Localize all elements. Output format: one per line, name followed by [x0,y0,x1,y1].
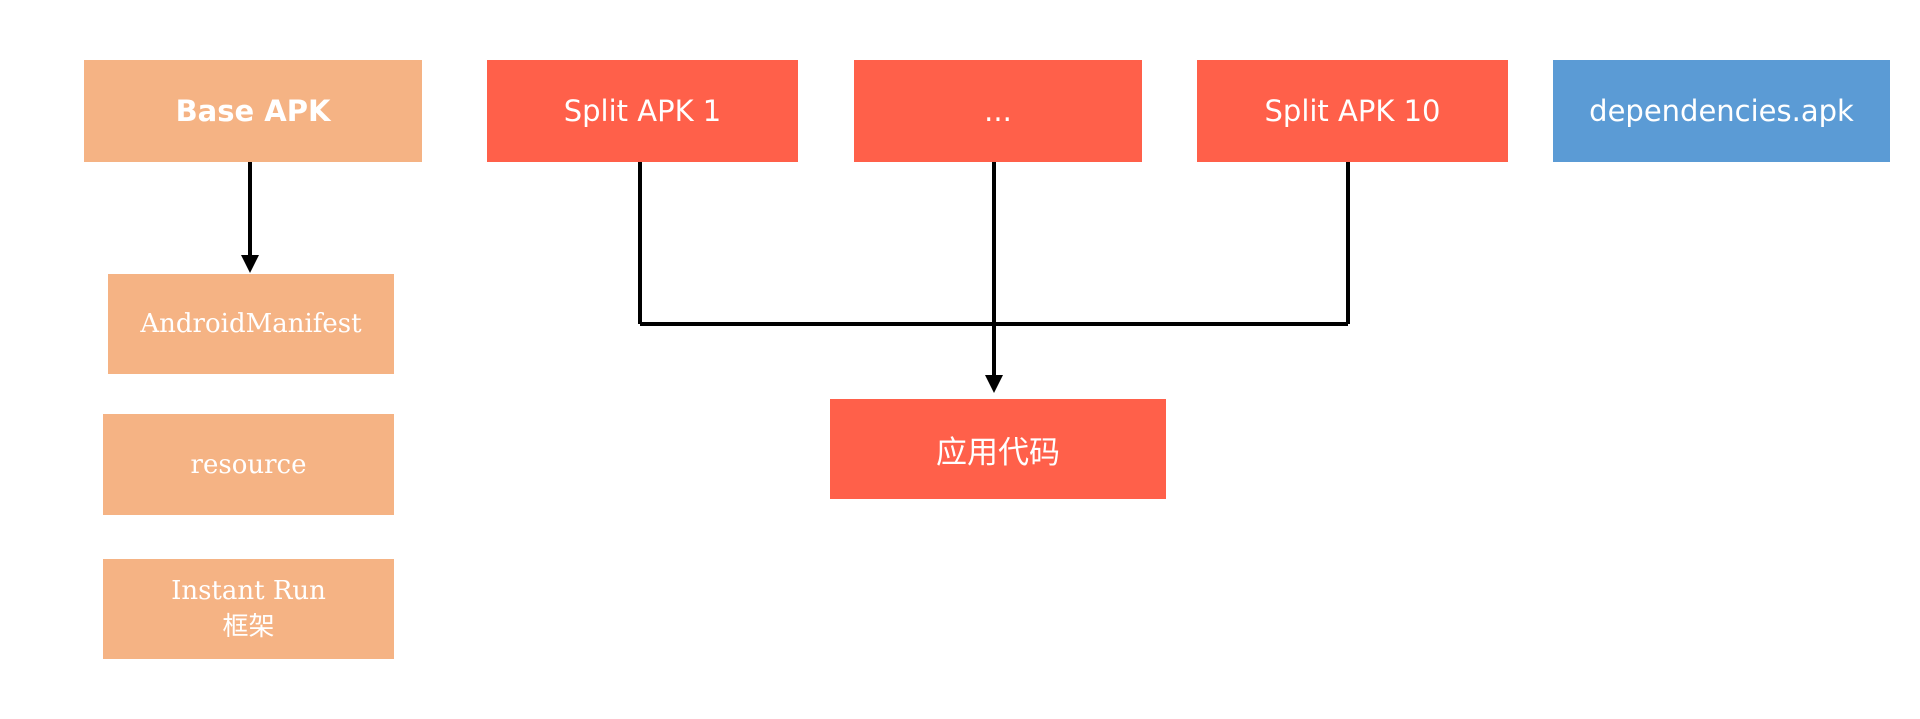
app-code-box: 应用代码 [830,399,1166,499]
instant-run-label: Instant Run [171,576,326,606]
split-apk-1-label: Split APK 1 [563,94,722,128]
split-apk-ellipsis-box: ... [854,60,1142,162]
dependencies-apk-box: dependencies.apk [1553,60,1890,162]
split-apk-ellipsis-label: ... [984,94,1012,128]
dependencies-apk-label: dependencies.apk [1589,94,1854,128]
android-manifest-box: AndroidManifest [108,274,394,374]
framework-label: 框架 [222,612,275,642]
resource-label: resource [190,449,307,480]
split-apk-10-box: Split APK 10 [1197,60,1508,162]
app-code-label: 应用代码 [936,434,1060,471]
resource-box: resource [103,414,394,515]
base-apk-label: Base APK [175,94,331,128]
split-apk-1-box: Split APK 1 [487,60,798,162]
android-manifest-label: AndroidManifest [140,309,362,339]
base-apk-box: Base APK [84,60,422,162]
split-apk-10-label: Split APK 10 [1264,94,1441,128]
instant-run-box: Instant Run 框架 [103,559,394,659]
